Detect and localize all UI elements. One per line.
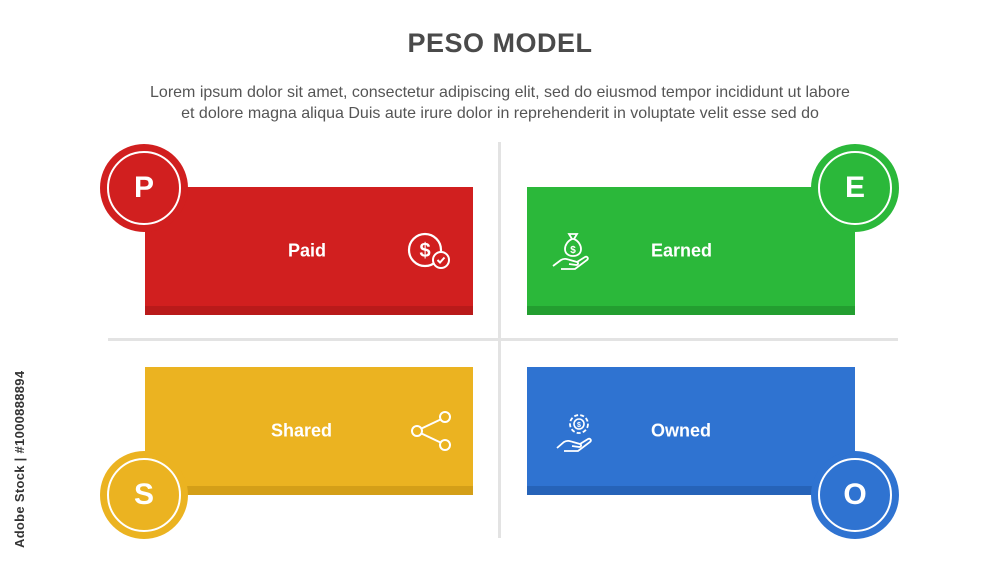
- card-owned: Owned $: [527, 367, 855, 495]
- letter-e: E: [818, 151, 892, 225]
- card-owned-bar: [527, 486, 855, 495]
- card-earned-bar: [527, 306, 855, 315]
- card-owned-label: Owned: [651, 420, 712, 441]
- letter-o: O: [818, 458, 892, 532]
- svg-text:$: $: [577, 422, 581, 429]
- svg-text:$: $: [419, 240, 430, 262]
- svg-text:$: $: [570, 245, 576, 256]
- subtitle-line-2: et dolore magna aliqua Duis aute irure d…: [181, 105, 819, 122]
- circle-o: O: [811, 451, 899, 539]
- circle-p: P: [100, 144, 188, 232]
- money-bag-hand-icon: $: [552, 233, 589, 270]
- card-shared-bar: [145, 486, 473, 495]
- page-title: PESO MODEL: [407, 28, 593, 58]
- card-paid-label: Paid: [288, 240, 327, 261]
- watermark-text: Adobe Stock | #1000888894: [12, 370, 27, 548]
- page-subtitle: Lorem ipsum dolor sit amet, consectetur …: [30, 82, 970, 124]
- subtitle-line-1: Lorem ipsum dolor sit amet, consectetur …: [150, 84, 850, 101]
- card-earned-label: Earned: [651, 240, 713, 261]
- circle-s: S: [100, 451, 188, 539]
- letter-p: P: [107, 151, 181, 225]
- share-icon: [411, 411, 451, 451]
- card-paid-bar: [145, 306, 473, 315]
- letter-s: S: [107, 458, 181, 532]
- dollar-check-icon: $: [407, 232, 450, 269]
- card-shared-label: Shared: [271, 420, 333, 441]
- gear-hand-icon: $: [556, 414, 592, 452]
- card-paid: Paid $: [145, 187, 473, 315]
- horizontal-divider: [108, 338, 898, 341]
- card-shared: Shared: [145, 367, 473, 495]
- circle-e: E: [811, 144, 899, 232]
- card-earned: Earned $: [527, 187, 855, 315]
